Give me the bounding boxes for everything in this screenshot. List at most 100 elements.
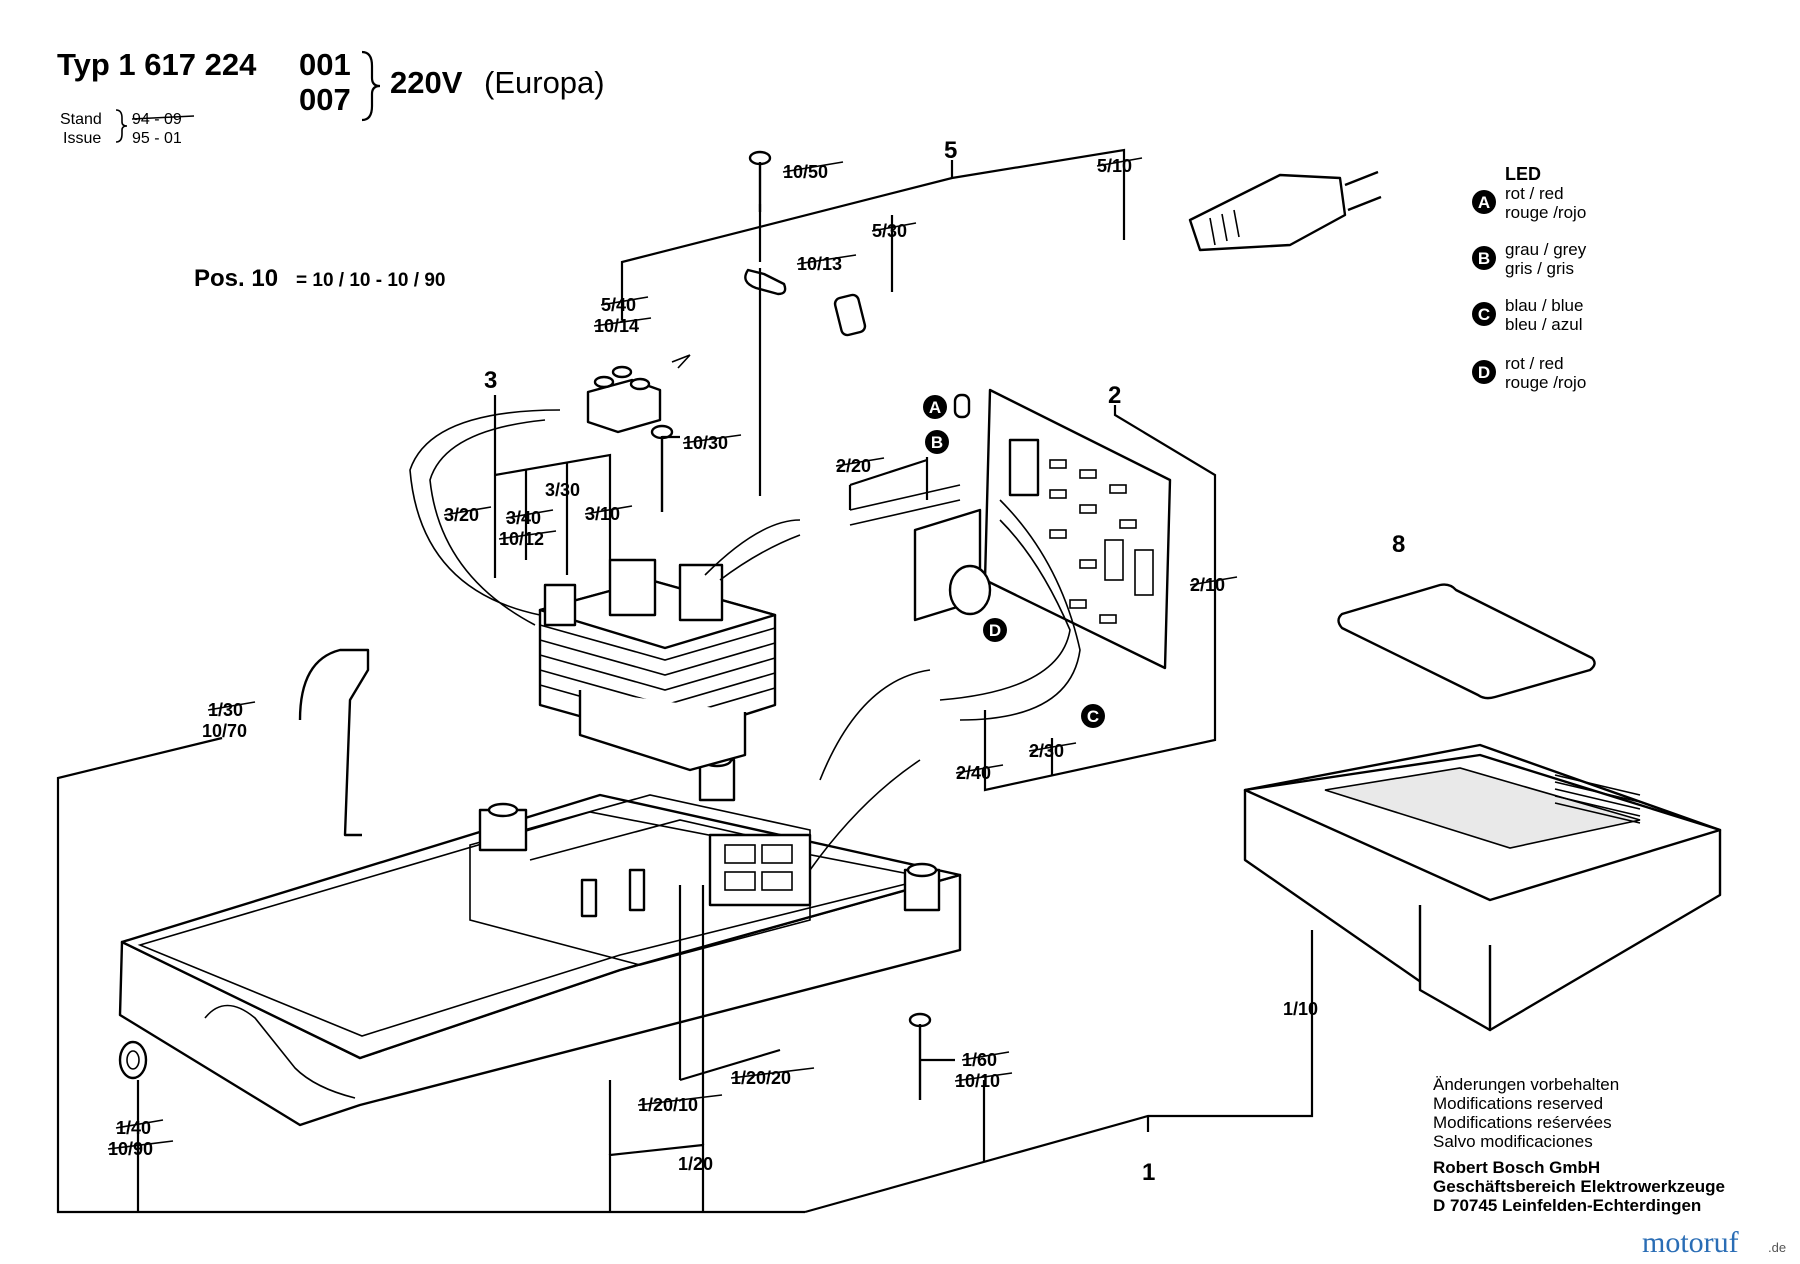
company-address: D 70745 Leinfelden-Echterdingen bbox=[1433, 1196, 1701, 1215]
led-marker-d: D bbox=[983, 618, 1007, 642]
callout-1-40: 1/40 bbox=[116, 1118, 151, 1138]
led-b-line2: gris / gris bbox=[1505, 259, 1574, 278]
callout-3-10: 3/10 bbox=[585, 504, 620, 524]
callout-3-40: 3/40 bbox=[506, 508, 541, 528]
screw-10-30 bbox=[650, 424, 674, 512]
callout-10-30: 10/30 bbox=[683, 433, 728, 453]
led-c-circle bbox=[1472, 302, 1496, 326]
led-c-letter: C bbox=[1478, 305, 1490, 324]
watermark-text: motoruf bbox=[1642, 1226, 1739, 1259]
watermark-suffix: .de bbox=[1768, 1240, 1786, 1255]
led-legend-item-b: B grau / grey gris / gris bbox=[1472, 240, 1587, 278]
led-marker-a: A bbox=[923, 395, 947, 419]
callout-2: 2 bbox=[1108, 382, 1121, 409]
region-label: (Europa) bbox=[484, 65, 605, 100]
base-housing bbox=[118, 752, 962, 1127]
callout-3-20: 3/20 bbox=[444, 505, 479, 525]
terminal-block bbox=[586, 365, 662, 434]
wire-hook bbox=[298, 648, 370, 837]
led-a-line2: rouge /rojo bbox=[1505, 203, 1586, 222]
callout-5-30: 5/30 bbox=[872, 221, 907, 241]
callout-10-12: 10/12 bbox=[499, 529, 544, 549]
led-d-line1: rot / red bbox=[1505, 354, 1564, 373]
led-b-circle bbox=[1472, 246, 1496, 270]
voltage-label: 220V bbox=[390, 65, 463, 100]
callout-10-13: 10/13 bbox=[797, 254, 842, 274]
issue-label: Issue bbox=[63, 130, 101, 147]
svg-text:C: C bbox=[1087, 707, 1099, 726]
callout-1-30: 1/30 bbox=[208, 700, 243, 720]
callout-2-30: 2/30 bbox=[1029, 741, 1064, 761]
svg-text:A: A bbox=[929, 398, 941, 417]
typ-number: Typ 1 617 224 bbox=[57, 47, 257, 82]
led-a-part bbox=[953, 393, 971, 419]
callout-10-10: 10/10 bbox=[955, 1071, 1000, 1091]
callout-3: 3 bbox=[484, 367, 497, 394]
callout-5: 5 bbox=[944, 137, 957, 164]
callout-1-20: 1/20 bbox=[678, 1154, 713, 1174]
callout-1-60: 1/60 bbox=[962, 1050, 997, 1070]
callout-labels: 5 3 2 8 1 10/50 5/10 5/30 10/13 5/40 10/… bbox=[107, 137, 1405, 1186]
pos-note: Pos. 10 = 10 / 10 - 10 / 90 bbox=[194, 265, 445, 292]
header: Typ 1 617 224 001 007 220V (Europa) Stan… bbox=[57, 47, 605, 147]
issue-value: 95 - 01 bbox=[132, 130, 182, 147]
led-d-letter: D bbox=[1478, 363, 1490, 382]
led-c-line1: blau / blue bbox=[1505, 296, 1583, 315]
callout-2-40: 2/40 bbox=[956, 763, 991, 783]
notice-en: Modifications reserved bbox=[1433, 1094, 1603, 1113]
callout-8: 8 bbox=[1392, 531, 1405, 558]
variant-brace bbox=[361, 50, 381, 122]
stand-label: Stand bbox=[60, 111, 102, 128]
led-legend-item-c: C blau / blue bleu / azul bbox=[1472, 296, 1583, 334]
led-d-line2: rouge /rojo bbox=[1505, 373, 1586, 392]
internal-wiring bbox=[409, 409, 1081, 871]
led-d-circle bbox=[1472, 360, 1496, 384]
typ-variant-007: 007 bbox=[299, 82, 351, 117]
callout-2-10: 2/10 bbox=[1190, 575, 1225, 595]
svg-text:B: B bbox=[931, 433, 943, 452]
callout-5-40: 5/40 bbox=[601, 295, 636, 315]
callout-1-10: 1/10 bbox=[1283, 999, 1318, 1019]
led-legend-title: LED bbox=[1505, 164, 1541, 184]
callout-10-70: 10/70 bbox=[202, 721, 247, 741]
callout-1-20-20: 1/20/20 bbox=[731, 1068, 791, 1088]
watermark: motoruf .de bbox=[1642, 1226, 1786, 1259]
led-b-letter: B bbox=[1478, 249, 1490, 268]
leader-lines bbox=[56, 148, 1314, 1214]
callout-2-20: 2/20 bbox=[836, 456, 871, 476]
footer: Änderungen vorbehalten Modifications res… bbox=[1433, 1075, 1725, 1215]
callout-1-20-10: 1/20/10 bbox=[638, 1095, 698, 1115]
foot bbox=[118, 1040, 148, 1080]
callout-5-10: 5/10 bbox=[1097, 156, 1132, 176]
pos-range: = 10 / 10 - 10 / 90 bbox=[296, 270, 445, 291]
notice-fr: Modifications reśervées bbox=[1433, 1113, 1612, 1132]
svg-text:D: D bbox=[989, 621, 1001, 640]
notice-es: Salvo modificaciones bbox=[1433, 1132, 1593, 1151]
led-a-circle bbox=[1472, 190, 1496, 214]
pos-prefix: Pos. 10 bbox=[194, 265, 278, 292]
led-legend: LED A rot / red rouge /rojo B grau / gre… bbox=[1472, 164, 1587, 392]
stand-strikethrough bbox=[131, 115, 195, 120]
power-cord bbox=[671, 170, 1382, 369]
company-division: Geschäftsbereich Elektrowerkzeuge bbox=[1433, 1177, 1725, 1196]
company-name: Robert Bosch GmbH bbox=[1433, 1158, 1600, 1177]
callout-3-30: 3/30 bbox=[545, 480, 580, 500]
led-legend-item-d: D rot / red rouge /rojo bbox=[1472, 354, 1586, 392]
led-b-line1: grau / grey bbox=[1505, 240, 1587, 259]
typ-variant-001: 001 bbox=[299, 47, 351, 82]
screw-1-60 bbox=[908, 1012, 932, 1100]
callout-10-90: 10/90 bbox=[108, 1139, 153, 1159]
stand-value: 94 - 09 bbox=[132, 111, 182, 128]
pcb-components bbox=[1049, 459, 1154, 624]
led-a-line1: rot / red bbox=[1505, 184, 1564, 203]
led-legend-item-a: A rot / red rouge /rojo bbox=[1472, 184, 1586, 222]
led-c-line2: bleu / azul bbox=[1505, 315, 1583, 334]
stand-brace bbox=[115, 109, 128, 143]
transformer bbox=[538, 558, 777, 772]
screw-10-50 bbox=[748, 150, 772, 212]
cable-clip bbox=[744, 268, 787, 296]
pad bbox=[1337, 583, 1596, 700]
cover bbox=[1243, 743, 1722, 1032]
pcb bbox=[913, 388, 1172, 670]
